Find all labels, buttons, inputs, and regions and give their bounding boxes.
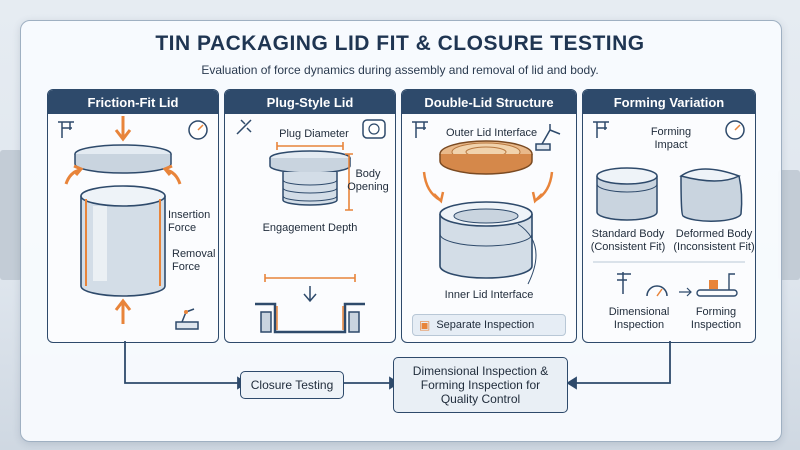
panel-title: Forming Variation	[583, 90, 755, 114]
panel-friction-fit: Friction-Fit Lid Insertio	[47, 89, 219, 343]
insertion-force-label: Insertion Force	[168, 209, 211, 234]
panel-plug-style: Plug-Style Lid Plug Diameter Body Openin…	[224, 89, 396, 343]
quality-control-label: Dimensional Inspection & Forming Inspect…	[412, 364, 549, 406]
insertion-arrow	[114, 116, 132, 142]
panel-title: Plug-Style Lid	[225, 90, 395, 114]
forming-impact-label: Forming Impact	[650, 126, 692, 151]
inner-lid-interface-label: Inner Lid Interface	[444, 289, 534, 301]
gauge-icon	[725, 120, 745, 140]
gauge-icon	[362, 119, 386, 139]
dimensional-inspection-label: Dimensional Inspection	[608, 306, 670, 331]
panel-forming-variation: Forming Variation	[582, 89, 756, 343]
removal-arrow	[114, 298, 132, 324]
conveyor-icon	[696, 273, 738, 297]
panel-double-lid: Double-Lid Structure Outer Lid Interface…	[401, 89, 577, 343]
removal-force-label: Removal Force	[172, 248, 216, 273]
page-title: TIN PACKAGING LID FIT & CLOSURE TESTING	[155, 32, 645, 55]
page-subtitle: Evaluation of force dynamics during asse…	[201, 63, 599, 77]
caliper-icon	[593, 121, 609, 138]
closure-testing-box: Closure Testing	[240, 371, 344, 399]
panel-title: Friction-Fit Lid	[48, 90, 218, 114]
deformed-body-label: Deformed Body (Inconsistent Fit)	[673, 228, 755, 253]
plug-style-illustration	[236, 119, 386, 334]
separate-inspection-tag: ▣ Separate Inspection	[412, 314, 566, 336]
caliper-icon	[58, 121, 74, 138]
closure-testing-label: Closure Testing	[250, 378, 334, 392]
panel-title: Double-Lid Structure	[402, 90, 576, 114]
engagement-depth-label: Engagement Depth	[262, 222, 358, 234]
gauge-icon	[646, 285, 668, 297]
caliper-icon	[617, 272, 631, 294]
caliper-icon	[412, 121, 428, 138]
double-lid-illustration	[412, 121, 561, 285]
outer-lid-interface-label: Outer Lid Interface	[446, 127, 538, 139]
separate-inspection-label: Separate Inspection	[436, 319, 535, 331]
friction-fit-illustration	[58, 116, 208, 330]
gauge-icon	[188, 120, 208, 140]
robot-arm-icon	[175, 308, 199, 330]
body-opening-label: Body Opening	[347, 168, 389, 193]
forming-inspection-label: Forming Inspection	[690, 306, 742, 331]
inspection-icon: ▣	[419, 318, 431, 332]
robot-arm-icon	[535, 124, 561, 151]
standard-body-label: Standard Body (Consistent Fit)	[590, 228, 666, 253]
caliper-icon	[236, 119, 252, 135]
forming-variation-illustration	[593, 120, 745, 297]
plug-diameter-label: Plug Diameter	[279, 128, 349, 140]
quality-control-box: Dimensional Inspection & Forming Inspect…	[393, 357, 568, 413]
